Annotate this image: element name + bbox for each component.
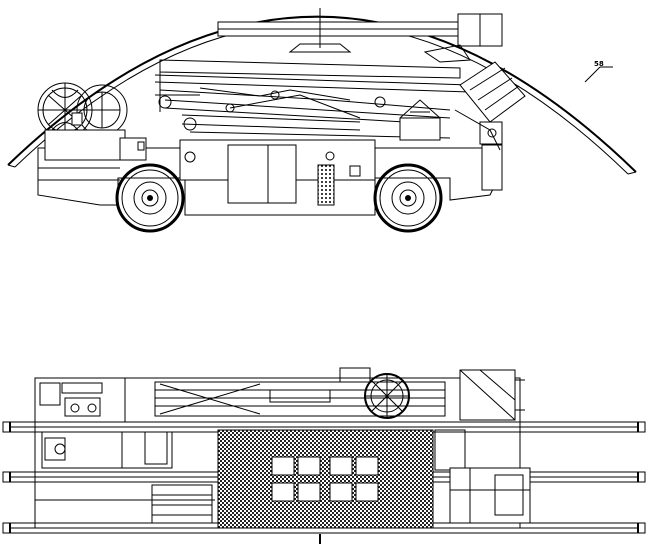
callout-label: 58 [594, 60, 604, 68]
plan-view [2, 367, 646, 544]
work-basket [454, 61, 526, 151]
side-view: 58 [7, 8, 637, 233]
canopy-frame [217, 8, 503, 63]
callout-58: 58 [584, 60, 613, 83]
front-plan-details [319, 429, 531, 544]
chassis [37, 129, 503, 216]
vehicle-plan-outline [34, 377, 521, 529]
boom-plan [154, 367, 525, 421]
front-wheel [373, 163, 443, 233]
boom-assembly [154, 59, 471, 141]
mesh-deck [217, 429, 434, 529]
rear-wheel [115, 163, 185, 233]
cable-reel [37, 82, 128, 138]
